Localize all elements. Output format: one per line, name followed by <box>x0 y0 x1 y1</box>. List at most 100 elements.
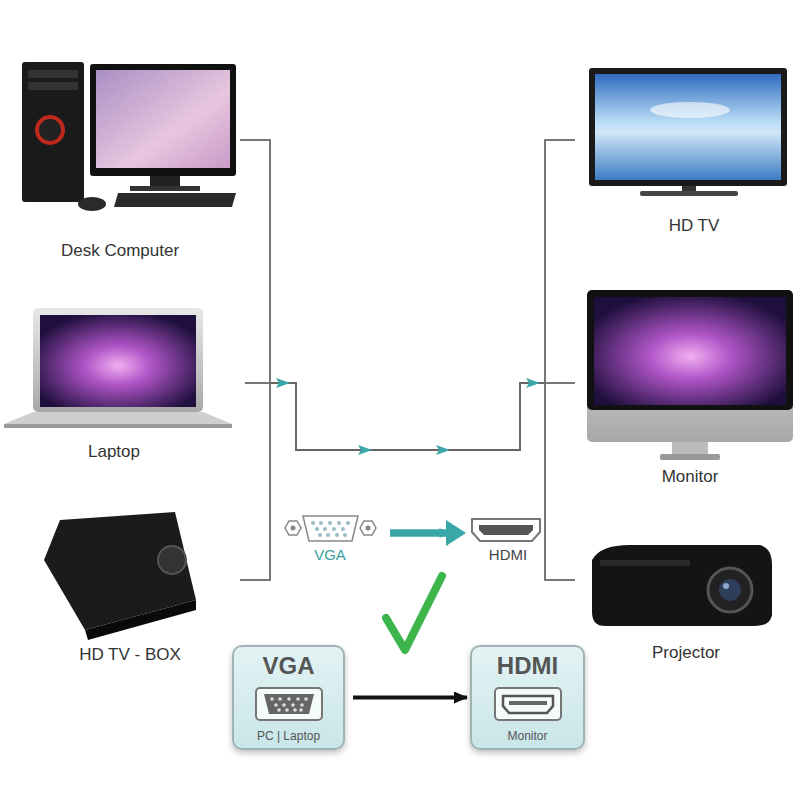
vga-port-icon <box>285 516 376 541</box>
device-label: Projector <box>652 643 720 663</box>
signal-lines <box>545 382 575 384</box>
vga-connector-icon <box>296 697 300 701</box>
flow-arrows <box>526 378 540 388</box>
vga-port-icon <box>328 521 332 525</box>
desktop-illustration <box>130 186 200 191</box>
hdtv-illustration <box>650 102 730 118</box>
desktop-illustration <box>22 62 84 202</box>
hdmi-port-icon <box>472 519 540 541</box>
port-label: HDMI <box>489 546 527 564</box>
vga-connector-icon <box>291 703 295 707</box>
desktop-illustration <box>90 64 236 176</box>
vga-port-icon <box>332 527 336 531</box>
vga-connector-icon <box>287 697 291 701</box>
vga-connector-icon <box>256 688 322 720</box>
hdtv-illustration <box>595 74 781 180</box>
vga-connector-icon <box>274 703 278 707</box>
vga-port-icon <box>337 521 341 525</box>
vga-port-icon <box>366 526 371 531</box>
vga-connector-icon <box>278 697 282 701</box>
signal-lines <box>240 140 575 580</box>
vga-port-icon <box>346 521 350 525</box>
box-heading: HDMI <box>497 653 558 679</box>
desktop-illustration <box>96 70 230 168</box>
vga-connector-icon <box>282 703 286 707</box>
signal-lines <box>240 140 270 580</box>
projector-illustration <box>592 545 772 626</box>
hdmi-connector-icon <box>503 696 553 713</box>
monitor-illustration <box>660 454 720 460</box>
connector-box: HDMIMonitor <box>470 645 585 750</box>
hdmi-connector-icon <box>509 701 547 705</box>
monitor-illustration <box>594 297 786 405</box>
laptop-illustration <box>40 315 196 407</box>
convert-arrow-shaft <box>390 530 448 537</box>
vga-connector-icon <box>293 708 297 712</box>
signal-lines <box>270 383 545 450</box>
vga-connector-icon <box>264 694 314 714</box>
desktop-illustration <box>37 117 63 143</box>
vga-port-icon <box>323 527 327 531</box>
check-mark <box>386 576 442 650</box>
convert-arrow-head <box>446 520 466 546</box>
device-label: HD TV - BOX <box>79 645 181 665</box>
desktop-illustration <box>114 193 236 207</box>
box-caption: PC | Laptop <box>257 729 320 743</box>
convert-arrow <box>390 530 450 537</box>
vga-port-icon <box>315 527 319 531</box>
hdmi-connector-icon <box>493 686 563 722</box>
vga-port-icon <box>285 521 301 535</box>
vga-port-icon <box>318 533 322 537</box>
device-label: Desk Computer <box>61 241 179 261</box>
monitor-illustration <box>587 290 793 442</box>
vga-connector-icon <box>270 697 274 701</box>
projector-illustration <box>600 560 690 566</box>
vga-connector-icon <box>285 708 289 712</box>
flow-arrows <box>358 445 372 455</box>
flow-arrows <box>276 378 290 388</box>
vga-connector-icon <box>254 686 324 722</box>
device-label: HD TV <box>669 216 720 236</box>
tvbox-illustration <box>44 512 196 640</box>
projector-illustration <box>592 545 772 626</box>
vga-port-icon <box>319 521 323 525</box>
desktop-illustration <box>28 82 78 90</box>
desktop-illustration <box>28 70 78 78</box>
monitor-illustration <box>587 290 793 410</box>
hdtv-illustration <box>589 68 787 186</box>
vga-port-icon <box>360 521 376 535</box>
connector-box: VGA PC | Laptop <box>232 645 345 750</box>
tvbox-illustration <box>158 546 186 574</box>
vga-port-icon <box>303 516 358 541</box>
vga-port-icon <box>326 533 330 537</box>
laptop-illustration <box>4 412 232 424</box>
tvbox-illustration <box>85 600 196 640</box>
signal-lines <box>245 382 270 384</box>
vga-port-icon <box>335 533 339 537</box>
hdtv-illustration <box>589 68 787 196</box>
device-label: Laptop <box>88 442 140 462</box>
vga-connector-icon <box>300 703 304 707</box>
flow-arrows <box>276 378 540 455</box>
hdtv-illustration <box>640 191 738 196</box>
projector-illustration <box>708 568 752 612</box>
vga-connector-icon <box>299 708 303 712</box>
hdmi-port-icon <box>479 525 533 535</box>
vga-port-icon <box>311 521 315 525</box>
signal-lines <box>545 140 575 580</box>
vga-connector-icon <box>277 708 281 712</box>
desktop-illustration <box>22 62 236 211</box>
vga-port-icon <box>343 533 347 537</box>
box-heading: VGA <box>262 653 314 679</box>
port-label: VGA <box>314 546 346 564</box>
device-label: Monitor <box>662 467 719 487</box>
vga-port-icon <box>311 521 350 537</box>
laptop-illustration <box>33 308 203 412</box>
hdmi-port-icon <box>472 519 540 541</box>
vga-port-icon <box>341 527 345 531</box>
vga-port-icon <box>291 526 296 531</box>
projector-illustration <box>719 579 741 601</box>
